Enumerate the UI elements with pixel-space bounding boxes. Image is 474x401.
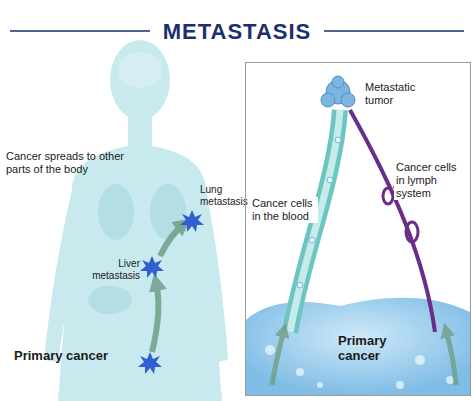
inset-illustration xyxy=(246,63,470,395)
spread-arrow xyxy=(152,282,159,352)
spread-arrow xyxy=(160,224,184,256)
title-rule xyxy=(10,30,150,32)
part-label: Cancer cells in the blood xyxy=(250,197,318,223)
part-label: Metastatic tumor xyxy=(363,81,431,107)
tumor-star xyxy=(138,210,204,374)
site-label: Lung metastasis xyxy=(200,184,244,208)
part-label: Primary cancer xyxy=(338,333,418,363)
organs xyxy=(88,184,186,314)
human-figure xyxy=(44,40,228,401)
site-label: Liver metastasis xyxy=(88,258,140,282)
part-label: Cancer cells in lymph system xyxy=(394,161,468,200)
site-label: Primary cancer xyxy=(14,348,132,363)
figure-note: Cancer spreads to other parts of the bod… xyxy=(6,150,124,176)
inset-panel: Metastatic tumorCancer cells in lymph sy… xyxy=(245,62,471,396)
brain xyxy=(118,52,162,88)
title-rule xyxy=(324,30,464,32)
page-title: METASTASIS xyxy=(0,19,474,45)
